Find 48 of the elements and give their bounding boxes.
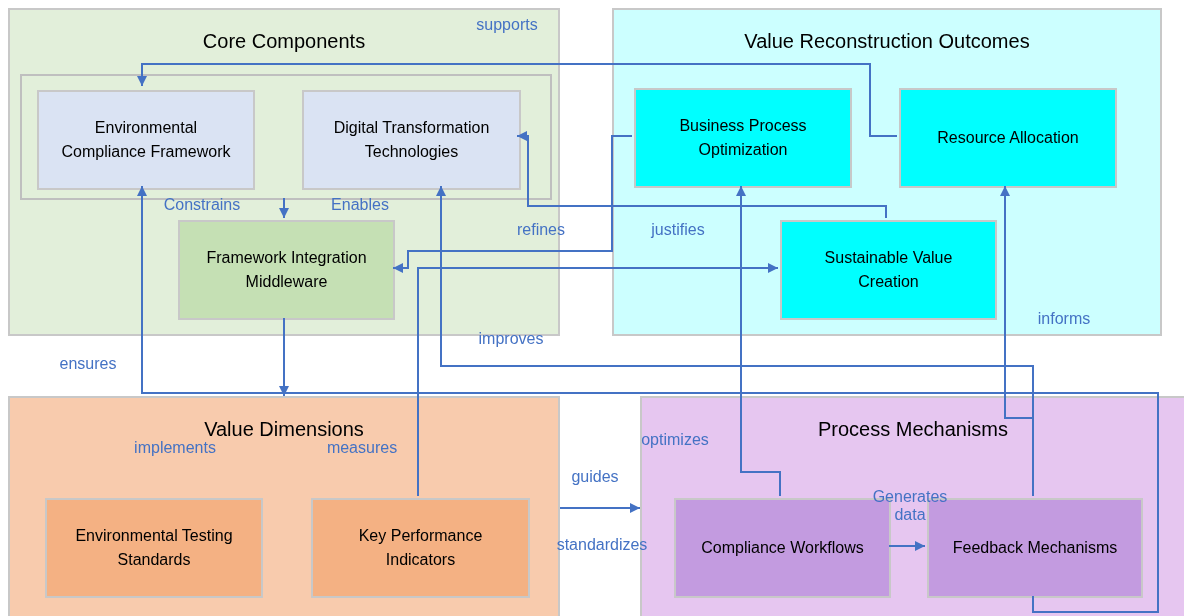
connector-arrow [516,131,887,219]
relation-label: standardizes [555,536,649,554]
edge-label: supports [475,16,539,34]
edge-label: guides [570,468,620,486]
connector-arrow [736,185,781,497]
edge-label: informs [1036,310,1092,328]
process-box [899,88,1117,188]
connector-arrow [279,317,289,397]
process-box [311,498,530,598]
group-title: Process Mechanisms [817,418,1009,441]
box-label: Environmental Testing Standards [74,526,234,570]
box-label: Resource Allocation [936,128,1080,148]
edge-label: Constrains [162,196,242,214]
box-label: Environmental Compliance Framework [60,118,232,162]
box-label: Compliance Workflows [700,538,865,558]
connector-arrow [137,185,1159,613]
edge-label: refines [516,221,566,239]
box-label: Digital Transformation Technologies [332,118,491,162]
edge-label: optimizes [640,431,710,449]
relation-label: Enables [330,196,390,214]
connector-arrow [137,63,898,137]
process-box [302,90,521,190]
box-label: Business Process Optimization [678,116,808,160]
grouping-frame [20,74,552,200]
process-box [178,220,395,320]
group-title: Value Reconstruction Outcomes [744,30,1030,53]
connector-arrow [417,263,779,497]
process-box [37,90,255,190]
box-label: Framework Integration Middleware [205,248,368,292]
group-panel [612,8,1162,336]
process-box [780,220,997,320]
connector-arrow [392,135,633,273]
connector-arrow [888,541,926,551]
box-label: Sustainable Value Creation [823,248,954,292]
connector-arrow [279,197,289,219]
connector-arrow [559,503,641,513]
box-label: Key Performance Indicators [357,526,484,570]
relation-label: measures [325,439,399,457]
box-label: Feedback Mechanisms [951,538,1119,558]
group-title: Value Dimensions [204,418,364,441]
edge-label: Generates data [871,488,949,524]
edge-label: improves [477,330,545,348]
relation-label: implements [133,439,217,457]
process-box [45,498,263,598]
edge-label: ensures [58,355,118,373]
edge-label: justifies [650,221,706,239]
group-title: Core Components [202,30,366,53]
process-box [634,88,852,188]
